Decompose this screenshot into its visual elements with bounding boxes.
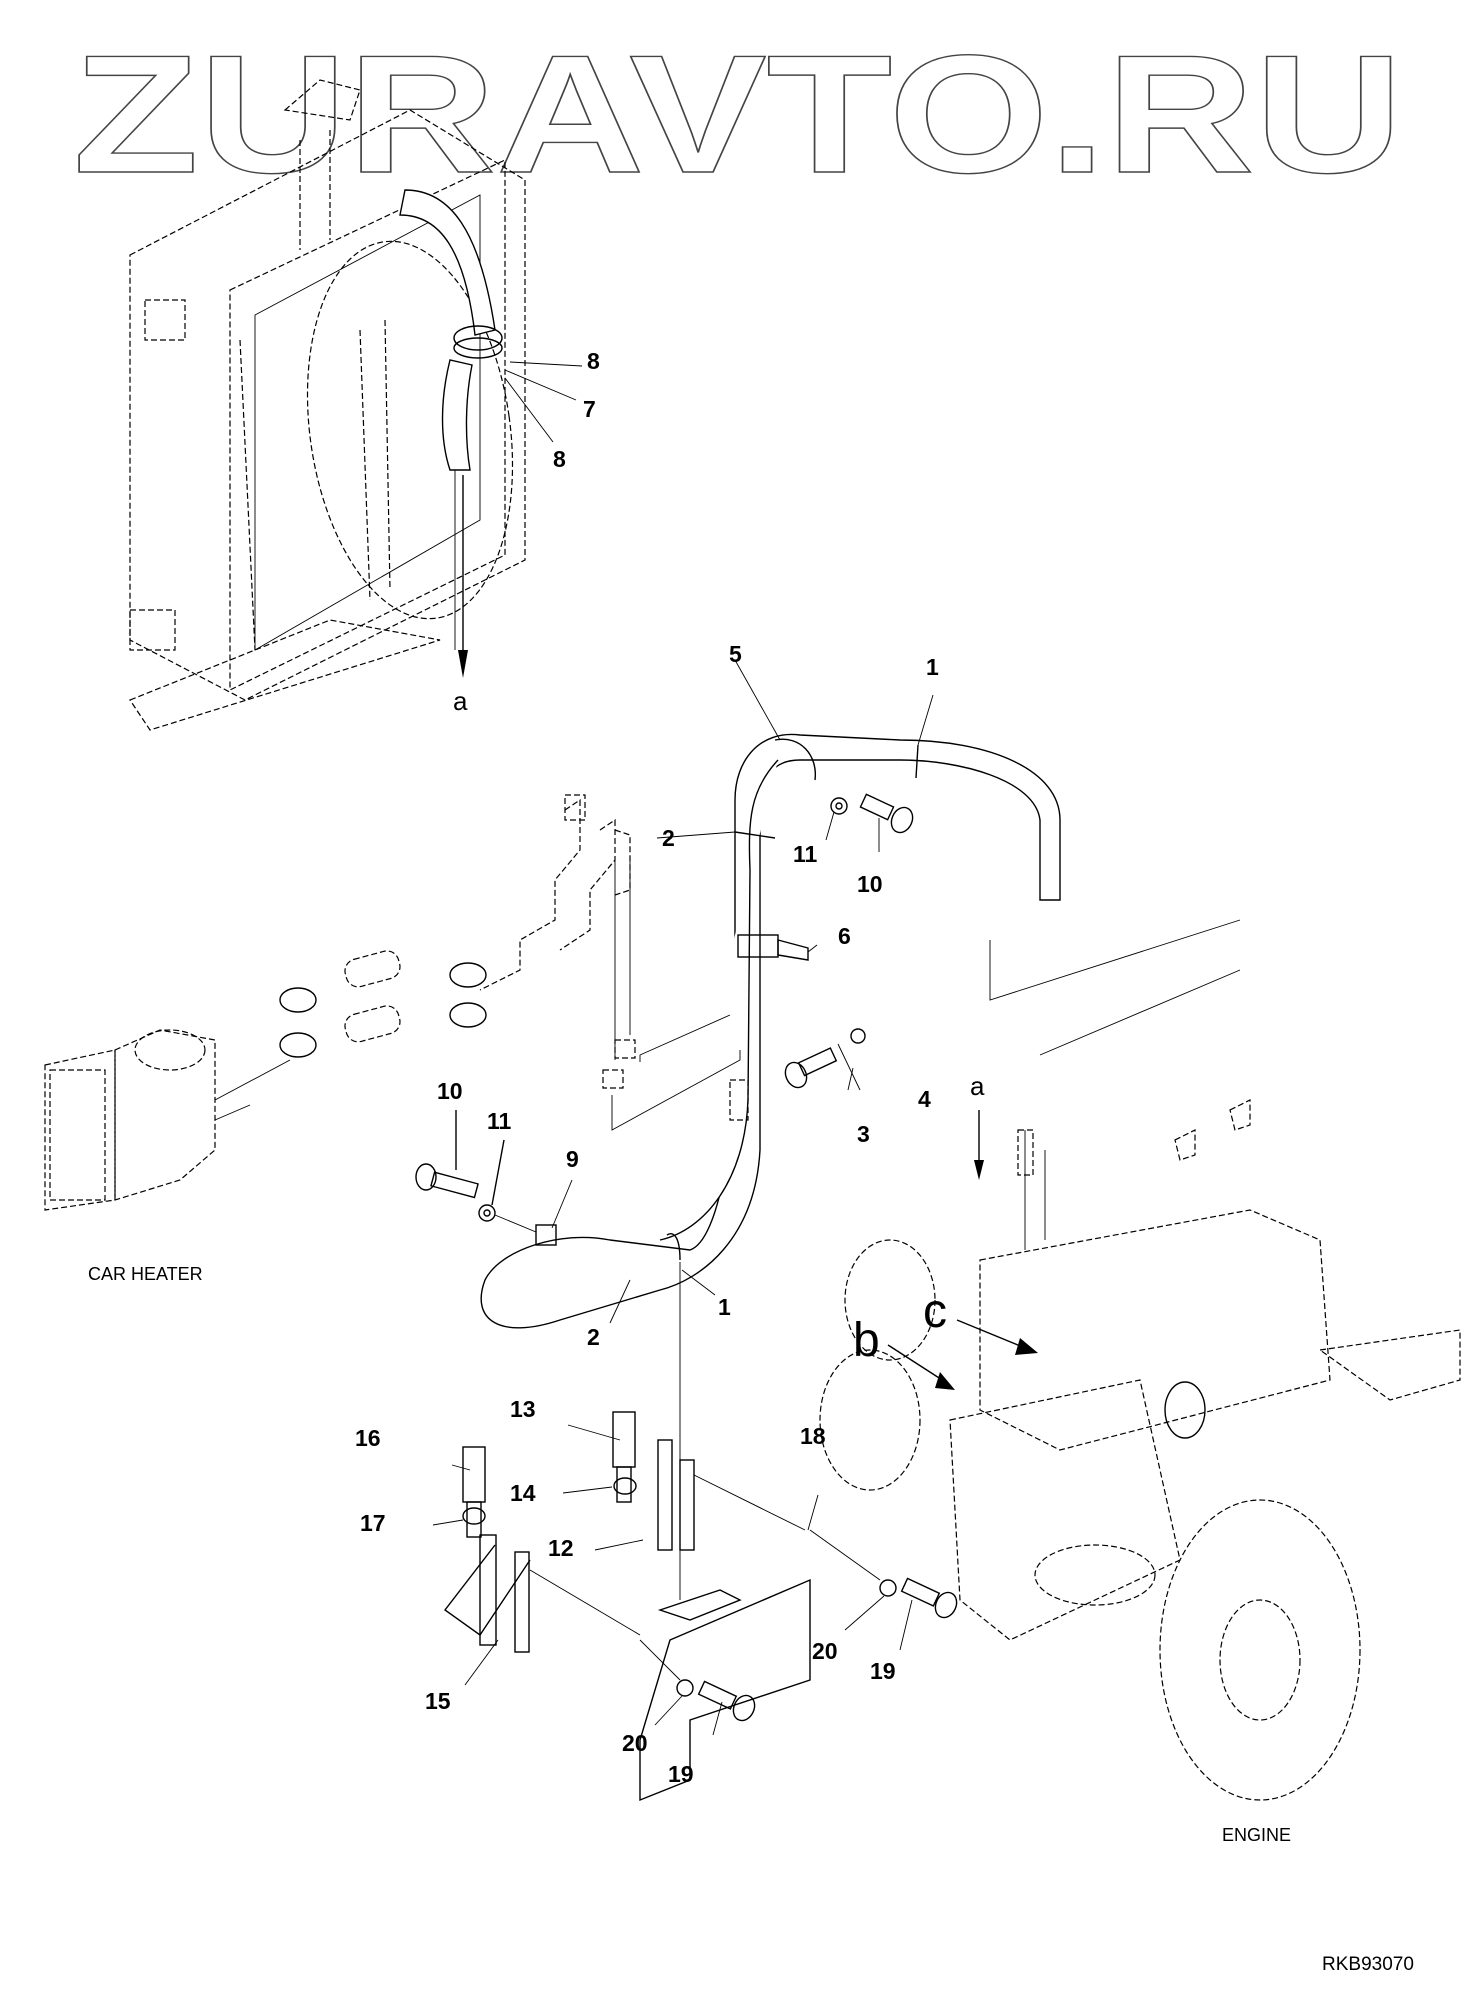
figure-id: RKB93070 <box>1322 1954 1414 1975</box>
callout-3: 3 <box>857 1121 870 1147</box>
engine <box>819 1099 1461 1801</box>
callout-11-upper: 11 <box>793 841 818 867</box>
callout-13: 13 <box>510 1396 536 1422</box>
callout-19-right: 19 <box>870 1658 896 1684</box>
view-label-a-top: a <box>453 686 468 716</box>
callout-8-lower: 8 <box>553 446 566 472</box>
callout-10-lower: 10 <box>437 1078 463 1104</box>
callout-1-lower: 1 <box>718 1294 731 1320</box>
fasteners <box>415 659 934 1324</box>
radiator <box>129 79 526 731</box>
callout-16: 16 <box>355 1425 381 1451</box>
callout-2-upper: 2 <box>662 825 675 851</box>
callout-4: 4 <box>918 1086 931 1112</box>
callout-12: 12 <box>548 1535 574 1561</box>
callout-9: 9 <box>566 1146 579 1172</box>
callout-14: 14 <box>510 1480 536 1506</box>
car-heater <box>44 1029 291 1211</box>
callout-11-lower: 11 <box>487 1108 512 1134</box>
callout-6: 6 <box>838 923 851 949</box>
brackets <box>432 1411 958 1802</box>
callout-10-upper: 10 <box>857 871 883 897</box>
callout-5: 5 <box>729 641 742 667</box>
callout-20-right: 20 <box>812 1638 838 1664</box>
callout-20-left: 20 <box>622 1730 648 1756</box>
heater-pipes <box>279 794 749 1131</box>
callout-15: 15 <box>425 1688 451 1714</box>
view-label-c: c <box>923 1285 947 1338</box>
callout-19-left: 19 <box>668 1761 694 1787</box>
view-label-b: b <box>853 1314 880 1367</box>
callout-7: 7 <box>583 396 596 422</box>
callout-17: 17 <box>360 1510 386 1536</box>
callout-2-lower: 2 <box>587 1324 600 1350</box>
view-label-a-engine: a <box>970 1071 985 1101</box>
car-heater-caption: CAR HEATER <box>88 1264 203 1284</box>
callout-8-upper: 8 <box>587 348 600 374</box>
engine-caption: ENGINE <box>1222 1825 1292 1845</box>
callout-18: 18 <box>800 1423 826 1449</box>
callout-1-upper: 1 <box>926 654 939 680</box>
hose-harness <box>480 733 1061 1600</box>
